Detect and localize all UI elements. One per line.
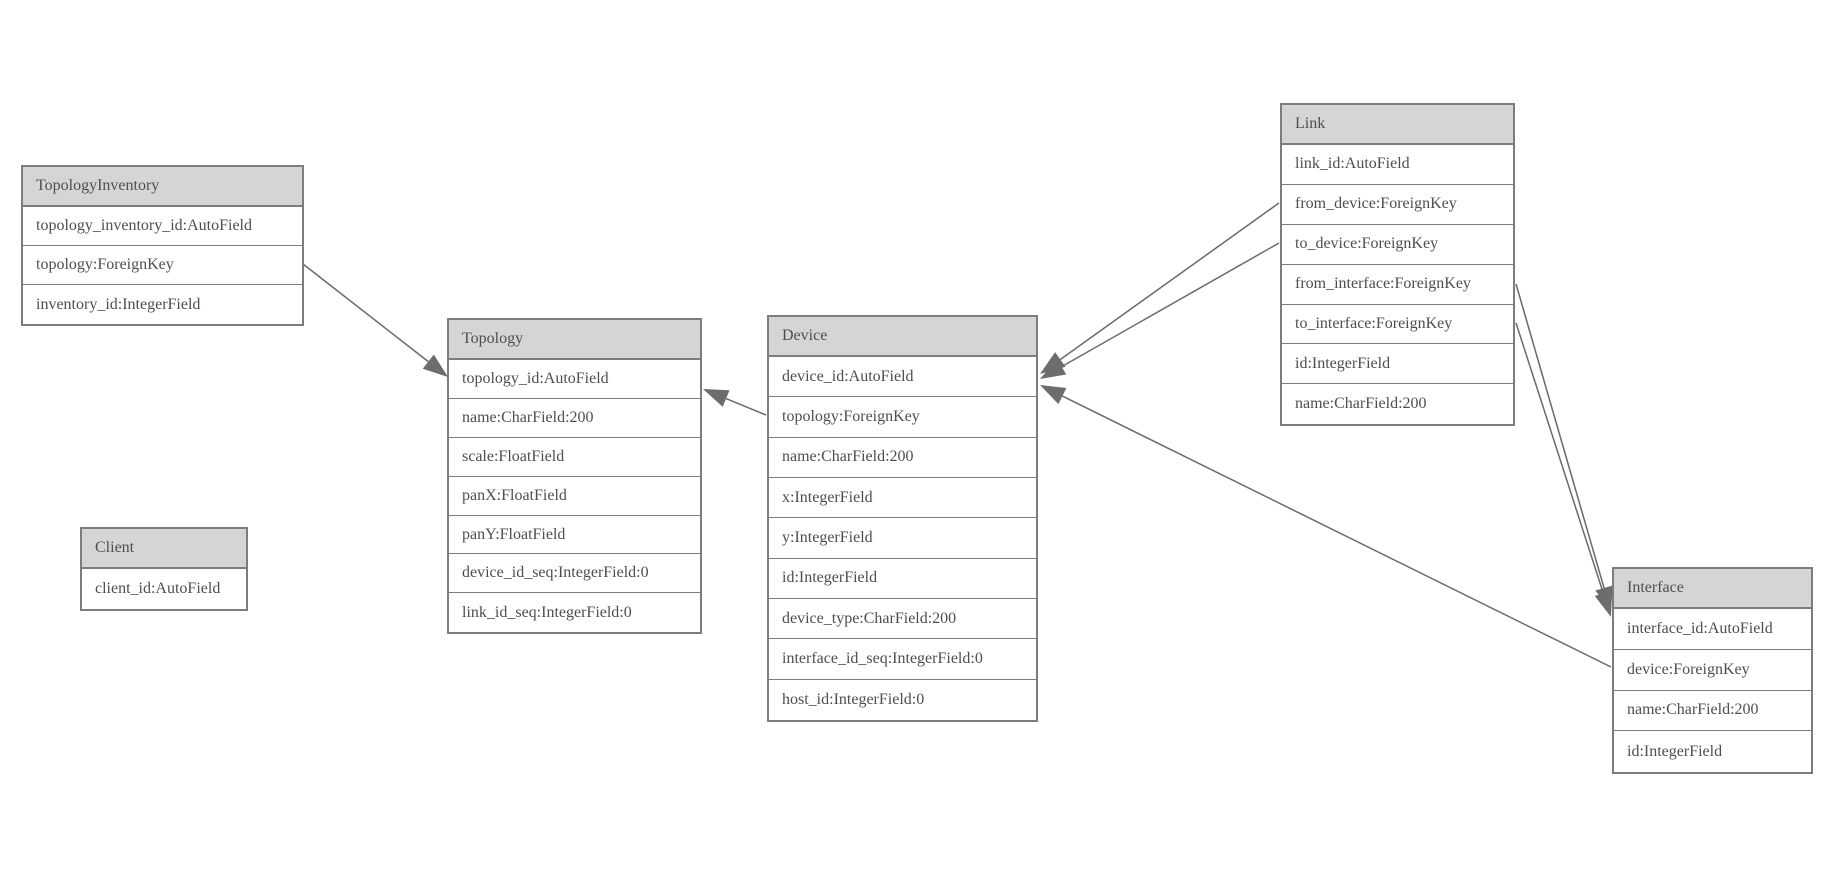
entity-title: Client bbox=[82, 529, 246, 569]
arrowhead-into-device bbox=[1040, 385, 1067, 405]
entity-field: to_device:ForeignKey bbox=[1282, 224, 1513, 265]
arrowhead-into-topology bbox=[422, 354, 448, 377]
entity-title: Interface bbox=[1614, 569, 1811, 609]
entity-field: topology:ForeignKey bbox=[769, 397, 1036, 438]
arrowhead-into-interface bbox=[1594, 590, 1612, 617]
entity-field: interface_id:AutoField bbox=[1614, 609, 1811, 650]
entity-field: device_type:CharField:200 bbox=[769, 599, 1036, 640]
arrowhead-into-interface bbox=[1595, 585, 1613, 612]
entity-field: id:IntegerField bbox=[769, 558, 1036, 600]
entity-field: name:CharField:200 bbox=[449, 398, 700, 438]
entity-title: Device bbox=[769, 317, 1036, 357]
edge-interface-device bbox=[1062, 395, 1612, 668]
entity-field: interface_id_seq:IntegerField:0 bbox=[769, 639, 1036, 680]
entity-field: topology_id:AutoField bbox=[449, 360, 700, 399]
entity-field: panX:FloatField bbox=[449, 476, 700, 516]
entity-field: device_id_seq:IntegerField:0 bbox=[449, 554, 700, 594]
entity-field: link_id_seq:IntegerField:0 bbox=[449, 593, 700, 633]
arrowhead-into-device bbox=[1040, 352, 1066, 374]
entity-field: x:IntegerField bbox=[769, 478, 1036, 519]
entity-title: TopologyInventory bbox=[23, 167, 302, 207]
entity-field: topology_inventory_id:AutoField bbox=[23, 207, 302, 246]
entity-title: Link bbox=[1282, 105, 1513, 145]
entity-field: name:CharField:200 bbox=[1282, 384, 1513, 425]
edge-topologyinventory-topology bbox=[302, 263, 429, 363]
edge-link-from_device bbox=[1059, 202, 1280, 361]
entity-field: y:IntegerField bbox=[769, 518, 1036, 559]
entity-field: device_id:AutoField bbox=[769, 357, 1036, 398]
edge-link-from_interface bbox=[1515, 283, 1605, 589]
arrowhead-into-topology bbox=[703, 389, 730, 407]
arrowhead-into-device bbox=[1040, 358, 1067, 379]
entity-field: name:CharField:200 bbox=[769, 437, 1036, 479]
entity-field: name:CharField:200 bbox=[1614, 690, 1811, 732]
entity-field: from_device:ForeignKey bbox=[1282, 184, 1513, 225]
entity-field: host_id:IntegerField:0 bbox=[769, 679, 1036, 721]
entity-field: client_id:AutoField bbox=[82, 569, 246, 609]
entity-field: panY:FloatField bbox=[449, 515, 700, 555]
entity-field: topology:ForeignKey bbox=[23, 246, 302, 285]
entity-title: Topology bbox=[449, 320, 700, 360]
entity-field: device:ForeignKey bbox=[1614, 649, 1811, 691]
edge-link-to_interface bbox=[1515, 322, 1605, 594]
entity-field: inventory_id:IntegerField bbox=[23, 285, 302, 324]
edge-device-topology bbox=[725, 397, 767, 416]
entity-field: id:IntegerField bbox=[1282, 344, 1513, 385]
edge-link-to_device bbox=[1061, 242, 1280, 368]
entity-field: scale:FloatField bbox=[449, 437, 700, 477]
entity-field: from_interface:ForeignKey bbox=[1282, 264, 1513, 305]
entity-field: to_interface:ForeignKey bbox=[1282, 304, 1513, 345]
entity-field: id:IntegerField bbox=[1614, 731, 1811, 773]
entity-field: link_id:AutoField bbox=[1282, 145, 1513, 185]
